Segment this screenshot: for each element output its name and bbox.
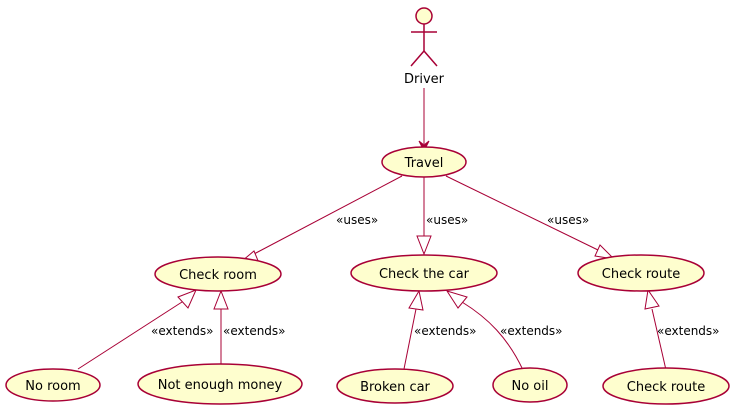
driver-actor[interactable]: Driver	[404, 7, 445, 87]
generalization-arrowhead	[213, 289, 229, 310]
usecase-label: No room	[25, 379, 80, 394]
usecase-no-room[interactable]: No room	[5, 368, 101, 402]
uses-line	[445, 175, 599, 251]
usecase-shape	[492, 367, 568, 403]
generalization-arrowhead	[177, 289, 197, 309]
edge-no-room-check-room: «extends»	[77, 289, 214, 370]
usecase-label: Check route	[627, 380, 705, 395]
usecase-shape	[154, 256, 282, 292]
edge-route-leaf-check-route: «extends»	[644, 288, 720, 371]
extends-line	[77, 301, 183, 370]
uses-label: «uses»	[426, 213, 468, 227]
extends-label: «extends»	[500, 324, 563, 338]
extends-line	[403, 308, 417, 370]
uses-label: «uses»	[336, 213, 378, 227]
usecase-label: Broken car	[360, 380, 430, 395]
generalization-arrowhead	[594, 244, 616, 260]
generalization-arrowhead	[445, 290, 468, 309]
usecase-label: Travel	[404, 156, 444, 171]
edge-driver-travel	[418, 88, 430, 153]
usecase-shape	[602, 367, 730, 405]
edge-travel-check-room: «uses»	[240, 175, 403, 264]
usecase-shape	[350, 254, 498, 292]
usecase-label: Check route	[602, 267, 680, 282]
usecase-check-route-leaf[interactable]: Check route	[602, 367, 730, 405]
edge-travel-check-route: «uses»	[445, 175, 616, 260]
usecase-label: Check the car	[379, 267, 470, 282]
uses-line	[253, 175, 403, 255]
actor-right-leg	[423, 50, 438, 67]
usecase-no-oil[interactable]: No oil	[492, 367, 568, 403]
usecase-shape	[137, 363, 303, 405]
generalization-arrowhead	[416, 235, 432, 256]
actor-head	[415, 7, 433, 25]
edge-money-check-room: «extends»	[213, 289, 286, 365]
usecase-travel[interactable]: Travel	[381, 146, 467, 178]
usecase-shape	[577, 254, 705, 292]
usecase-label: No oil	[512, 379, 549, 394]
actor-left-leg	[410, 50, 425, 67]
generalization-arrowhead	[408, 289, 424, 311]
usecase-check-route[interactable]: Check route	[577, 254, 705, 292]
extends-line	[651, 308, 667, 371]
extends-line	[461, 301, 524, 371]
extends-label: «extends»	[657, 324, 720, 338]
usecase-shape	[381, 146, 467, 178]
usecase-label: Not enough money	[158, 378, 283, 393]
uses-label: «uses»	[547, 213, 589, 227]
extends-label: «extends»	[414, 324, 477, 338]
usecase-check-room[interactable]: Check room	[154, 256, 282, 292]
usecase-shape	[5, 368, 101, 402]
extends-label: «extends»	[151, 324, 214, 338]
usecase-check-car[interactable]: Check the car	[350, 254, 498, 292]
usecase-not-enough-money[interactable]: Not enough money	[137, 363, 303, 405]
usecase-broken-car[interactable]: Broken car	[336, 368, 454, 404]
usecase-shape	[336, 368, 454, 404]
generalization-arrowhead	[644, 288, 660, 310]
usecase-label: Check room	[179, 268, 257, 283]
edge-travel-check-car: «uses»	[416, 177, 468, 256]
edge-broken-check-car: «extends»	[403, 289, 477, 370]
extends-label: «extends»	[223, 324, 286, 338]
edge-oil-check-car: «extends»	[445, 290, 563, 371]
actor-label: Driver	[404, 72, 445, 87]
